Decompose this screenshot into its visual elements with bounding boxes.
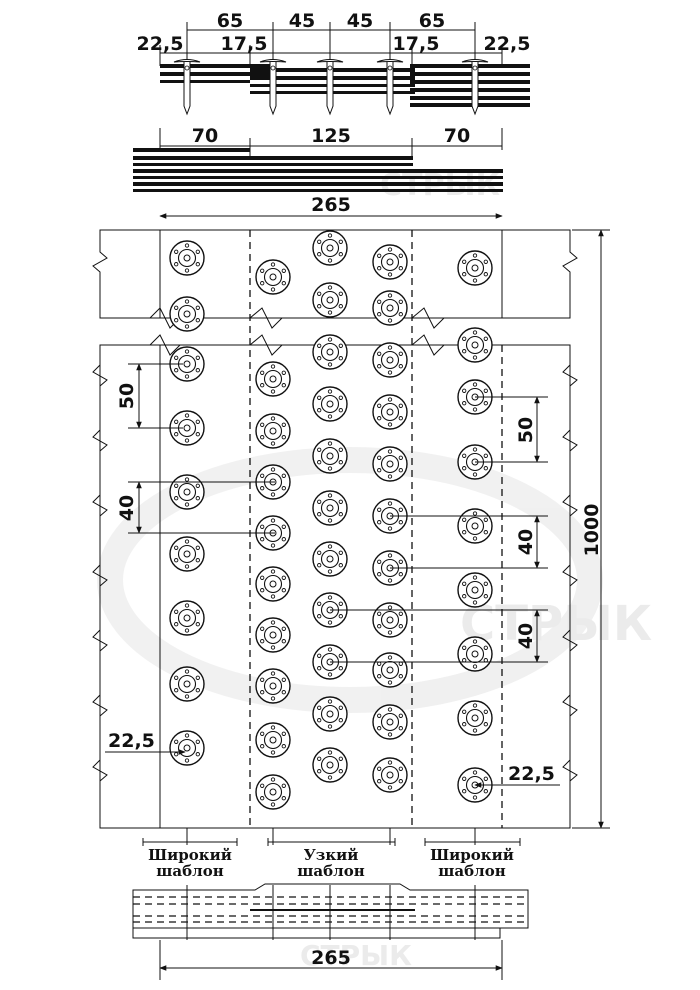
flange-disc-icon [255,774,291,810]
flange-disc-icon [255,566,291,602]
flange-disc-icon [255,413,291,449]
flange-disc-icon [312,334,348,370]
template-wide-right-line2: шаблон [438,862,505,880]
flange-disc-icon [312,541,348,577]
step-right-40-a: 40 [515,529,537,555]
bottom-width-label: 265 [311,947,351,969]
flange-disc-icon [169,730,205,766]
dim-top-65-left: 65 [217,10,243,32]
edge-offset-right: 22,5 [508,763,555,785]
edge-offset-left: 22,5 [108,730,155,752]
width-dimension: 265 [159,194,503,219]
step-left-50: 50 [116,383,138,409]
dim-top-17-5-right: 17,5 [393,33,440,55]
dim-mid-70-left: 70 [192,125,218,147]
flange-disc-icon [372,394,408,430]
flange-disc-icon [457,572,493,608]
flange-disc-icon [457,508,493,544]
step-left-40: 40 [116,495,138,521]
flange-disc-icon [255,668,291,704]
flange-disc-icon [312,747,348,783]
top-section: 65 45 45 65 22,5 17,5 17,5 22,5 [137,10,531,115]
flange-disc-icon [372,602,408,638]
flange-disc-icon [457,700,493,736]
dim-mid-70-right: 70 [444,125,470,147]
template-wide-right-line1: Широкий [430,846,514,864]
flange-disc-icon [312,696,348,732]
flange-disc-icon [255,259,291,295]
flange-disc-icon [372,342,408,378]
flange-disc-icon [312,282,348,318]
template-narrow-line2: шаблон [297,862,364,880]
template-wide-left-line1: Широкий [148,846,232,864]
flange-disc-icon [255,617,291,653]
height-label: 1000 [581,504,603,557]
flange-disc-icon [312,490,348,526]
dim-top-22-5-right: 22,5 [484,33,531,55]
flange-disc-icon [312,230,348,266]
dim-top-45-right: 45 [347,10,373,32]
watermark-text: СТРЫК [460,596,652,652]
flange-disc-icon [169,600,205,636]
dim-top-45-left: 45 [289,10,315,32]
step-right-50: 50 [515,417,537,443]
dim-top-65-right: 65 [419,10,445,32]
flange-disc-icon [169,474,205,510]
flange-disc-icon [372,652,408,688]
flange-disc-icon [255,361,291,397]
plan-view: 1000 50 40 50 40 40 22,5 22,5 [92,229,610,829]
width-label: 265 [311,194,351,216]
flange-disc-icon [457,250,493,286]
dim-top-22-5-left: 22,5 [137,33,184,55]
dim-mid-125: 125 [311,125,351,147]
template-wide-left-line2: шаблон [156,862,223,880]
flange-disc-icon [169,536,205,572]
template-narrow-line1: Узкий [304,846,359,864]
flange-disc-icon [169,666,205,702]
flange-disc-icon [372,757,408,793]
break-line-icon [92,364,578,782]
step-right-40-b: 40 [515,623,537,649]
bottom-section: 265 [132,883,529,980]
template-brackets: Широкий шаблон Узкий шаблон Широкий шабл… [142,838,521,880]
flange-disc-icon [372,446,408,482]
middle-section: 70 125 70 [133,125,503,192]
flange-disc-icon [372,704,408,740]
dim-top-17-5-left: 17,5 [221,33,268,55]
flange-disc-icon [372,244,408,280]
flange-disc-icon [312,386,348,422]
flange-disc-icon [255,722,291,758]
column-leaders [186,828,476,845]
flange-disc-icon [457,327,493,363]
flange-disc-icon [312,438,348,474]
flange-disc-icon [372,290,408,326]
flange-disc-icon [169,240,205,276]
flange-disc-icon [457,636,493,672]
flange-disc-icon [169,296,205,332]
